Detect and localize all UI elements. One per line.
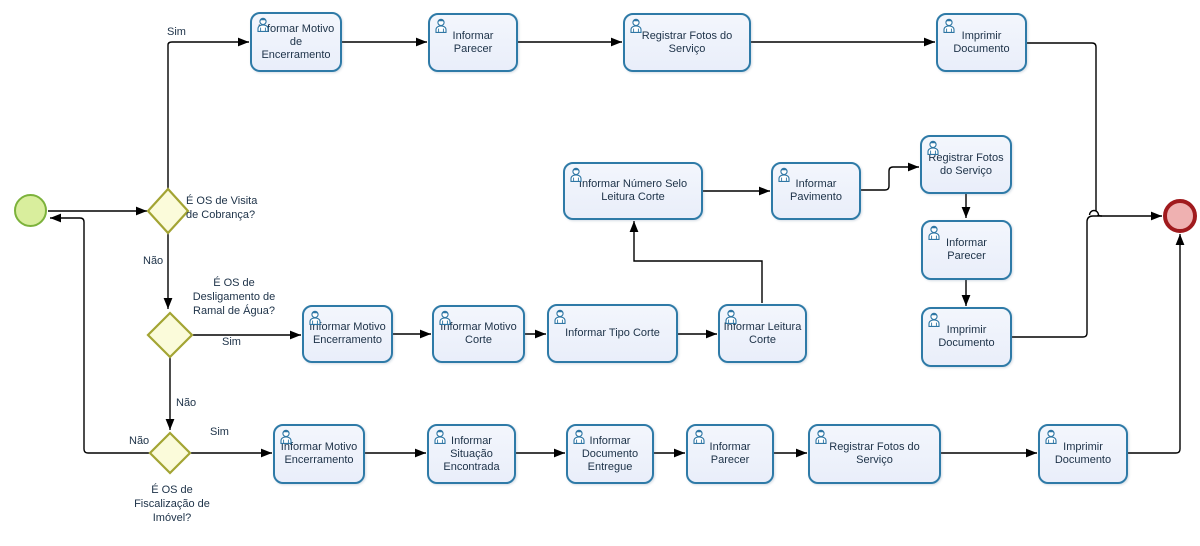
gateway-question: É OS de Desligamento de Ramal de Água? [192,277,276,317]
task-informar-motivo-encerramento[interactable]: Informar Motivo Encerramento [302,305,393,363]
task-label: Registrar Fotos do Serviço [928,151,1004,177]
task-informar-pavimento[interactable]: Informar Pavimento [771,162,861,220]
task-label: Informar Motivo Encerramento [280,441,358,466]
task-informar-parecer[interactable]: Informar Parecer [921,220,1012,280]
task-label: Informar Leitura Corte [723,320,802,346]
task-informar-parecer[interactable]: Informar Parecer [686,424,774,484]
task-label: Informar Parecer [946,237,987,262]
gateway-fiscalizacao-imovel[interactable] [148,431,192,475]
flow-label-nao: Não [143,255,164,267]
end-event[interactable] [1163,199,1197,233]
user-icon [776,167,792,182]
gateway-question: É OS de Visita de Cobrança? [186,195,258,221]
diamond-shape [146,187,190,235]
user-icon [941,18,957,33]
user-icon [307,310,323,325]
task-informar-tipo-corte[interactable]: Informar Tipo Corte [547,304,678,363]
diamond-shape [146,311,194,359]
user-icon [691,429,707,444]
gateway-desligamento-ramal[interactable] [146,311,194,359]
line-jump-arc [1088,209,1100,216]
task-imprimir-documento[interactable]: Imprimir Documento [936,13,1027,72]
task-label: Informar Motivo Corte [440,321,517,346]
task-label: Informar Número Selo Leitura Corte [578,178,688,203]
task-label: Imprimir Documento [1054,441,1112,466]
sequence-flow [861,162,919,191]
sequence-flow [50,213,149,454]
task-label: Registrar Fotos do Serviço [641,29,733,55]
user-icon [571,429,587,444]
task-informar-leitura-corte[interactable]: Informar Leitura Corte [718,304,807,363]
task-label: Imprimir Documento [938,324,995,349]
user-icon [255,17,271,32]
task-label: Informar Parecer [452,29,494,55]
user-icon [1043,429,1059,444]
gateway-question: É OS de Fiscalização de Imóvel? [134,484,210,524]
task-imprimir-documento[interactable]: Imprimir Documento [921,307,1012,367]
user-icon [723,309,739,324]
sequence-flow [1027,42,1103,217]
user-icon [552,309,568,324]
start-event[interactable] [14,194,47,227]
task-registrar-fotos-do-servico[interactable]: Registrar Fotos do Serviço [808,424,941,484]
task-label: Imprimir Documento [953,29,1010,55]
task-informar-situacao-encontrada[interactable]: Informar Situação Encontrada [427,424,516,484]
task-label: Informar Situação Encontrada [443,434,500,473]
flow-label-sim: Sim [210,426,229,438]
flow-label-nao: Não [129,435,150,447]
task-informar-documento-entregue[interactable]: Informar Documento Entregue [566,424,654,484]
flow-label-nao: Não [176,397,197,409]
sequence-flow [1012,211,1162,338]
user-icon [432,429,448,444]
user-icon [568,167,584,182]
sequence-flow [629,221,763,303]
task-informar-motivo-corte[interactable]: Informar Motivo Corte [432,305,525,363]
user-icon [433,18,449,33]
task-label: Registrar Fotos do Serviço [829,441,920,466]
task-label: Informar Motivo de Encerramento [257,22,335,61]
task-label: Informar Tipo Corte [565,327,660,339]
user-icon [437,310,453,325]
task-registrar-fotos-do-servico[interactable]: Registrar Fotos do Serviço [920,135,1012,194]
task-label: Informar Motivo Encerramento [309,321,386,346]
diamond-shape [148,431,192,475]
task-label: Informar Parecer [709,441,751,466]
user-icon [926,312,942,327]
sequence-flow [167,37,249,189]
user-icon [926,225,942,240]
sequence-flow [1128,234,1185,454]
flow-label-sim: Sim [167,26,186,38]
user-icon [278,429,294,444]
task-label: Informar Pavimento [790,178,842,203]
task-imprimir-documento[interactable]: Imprimir Documento [1038,424,1128,484]
task-registrar-fotos-do-servico[interactable]: Registrar Fotos do Serviço [623,13,751,72]
user-icon [628,18,644,33]
user-icon [925,140,941,155]
user-icon [813,429,829,444]
flow-label-sim: Sim [222,336,241,348]
task-label: Informar Documento Entregue [581,434,639,473]
task-informar-motivo-encerramento[interactable]: Informar Motivo Encerramento [273,424,365,484]
task-informar-motivo-de-encerramento[interactable]: Informar Motivo de Encerramento [250,12,342,72]
gateway-visita-de-cobranca[interactable] [146,187,190,235]
task-informar-numero-selo-leitura-corte[interactable]: Informar Número Selo Leitura Corte [563,162,703,220]
task-informar-parecer[interactable]: Informar Parecer [428,13,518,72]
